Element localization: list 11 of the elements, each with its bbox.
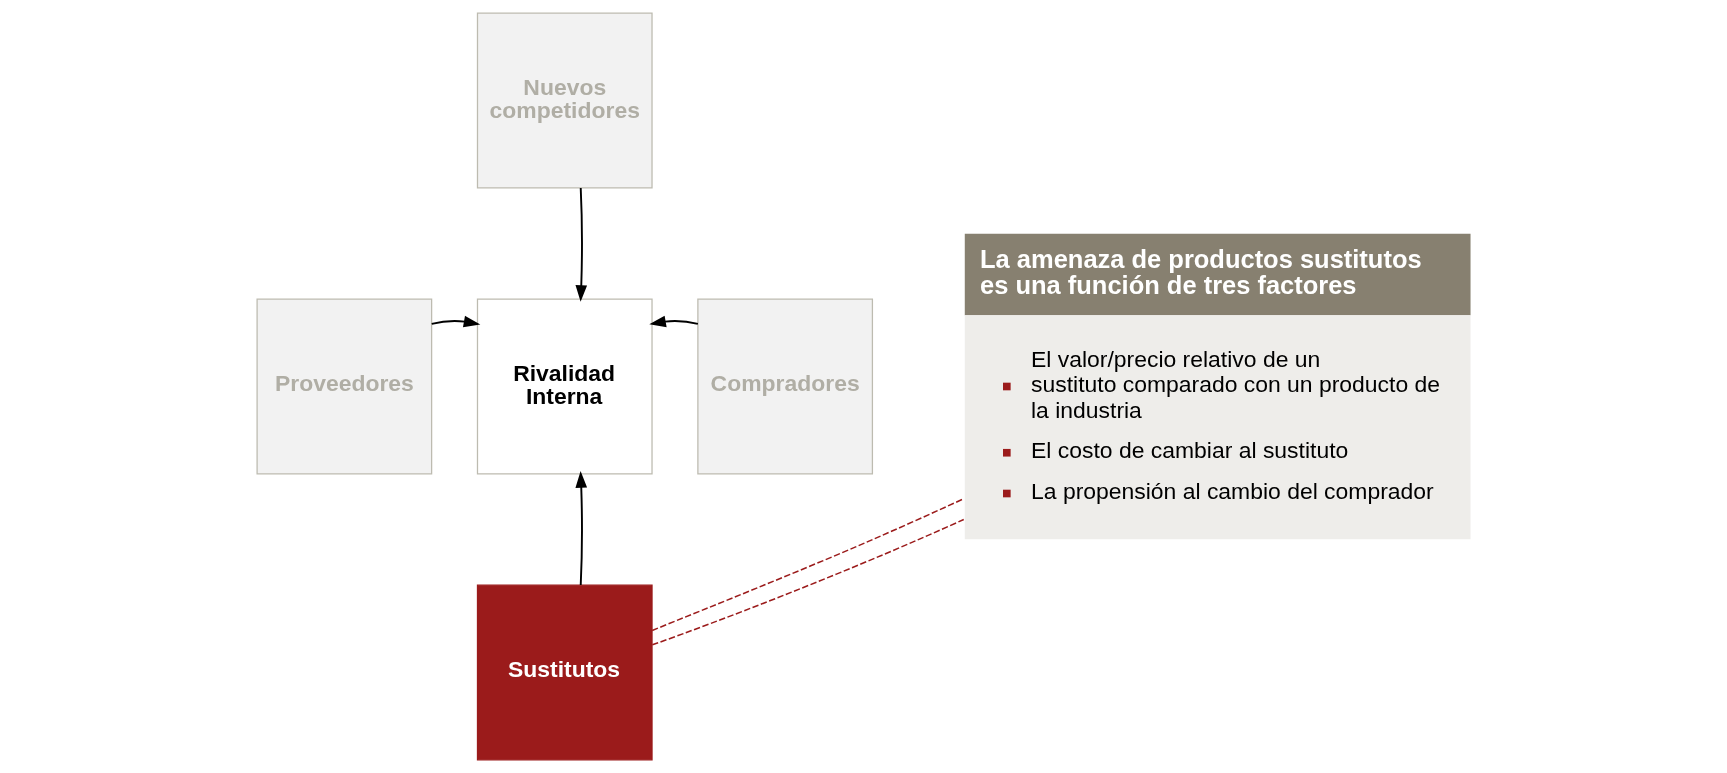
node-box: Nuevos competidores — [476, 12, 653, 189]
arrow — [575, 187, 588, 302]
arrow — [649, 315, 699, 328]
node-box: Rivalidad Interna — [476, 298, 653, 475]
node-box: Sustitutos — [476, 584, 653, 761]
connector — [651, 497, 965, 632]
arrow — [430, 315, 481, 328]
connector — [651, 518, 965, 646]
node-box: Compradores — [697, 298, 874, 475]
arrow — [575, 471, 588, 586]
node-box: Proveedores — [256, 298, 433, 475]
